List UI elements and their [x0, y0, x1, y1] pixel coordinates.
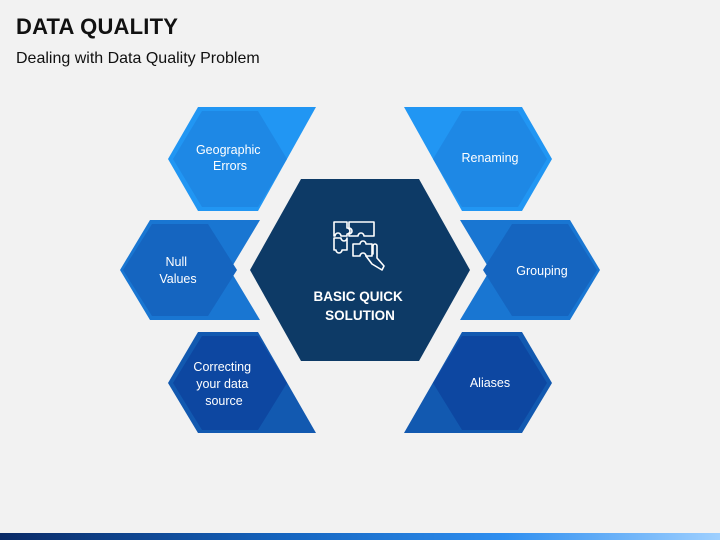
right-item-label: Renaming [462, 151, 519, 165]
left-item-correcting-data-source: Correcting your data source [168, 332, 316, 433]
center-label: BASIC QUICK SOLUTION [313, 289, 406, 323]
left-item-label: Null Values [159, 255, 196, 286]
right-item-aliases: Aliases [404, 332, 552, 433]
left-item-null-values: Null Values [120, 220, 260, 320]
right-item-label: Aliases [470, 376, 510, 390]
left-item-inner-hex [173, 111, 287, 207]
right-item-inner-hex [433, 111, 547, 207]
puzzle-hand-icon [333, 221, 385, 271]
left-item-label: Geographic Errors [196, 143, 264, 173]
right-item-inner-hex [433, 336, 547, 430]
right-item-inner-hex [483, 224, 597, 316]
left-item-inner-hex [123, 224, 237, 316]
right-item-label: Grouping [516, 264, 567, 278]
page-title: DATA QUALITY [16, 14, 179, 39]
center-hexagon [250, 179, 470, 361]
right-item-grouping: Grouping [460, 220, 600, 320]
left-item-inner-hex [173, 336, 287, 430]
left-item-label: Correcting your data source [193, 360, 254, 408]
right-item-renaming: Renaming [404, 107, 552, 211]
footer-gradient-bar [0, 533, 720, 540]
page-subtitle: Dealing with Data Quality Problem [16, 50, 260, 67]
center-solution: BASIC QUICK SOLUTION [250, 179, 470, 361]
left-item-geographic-errors: Geographic Errors [168, 107, 316, 211]
